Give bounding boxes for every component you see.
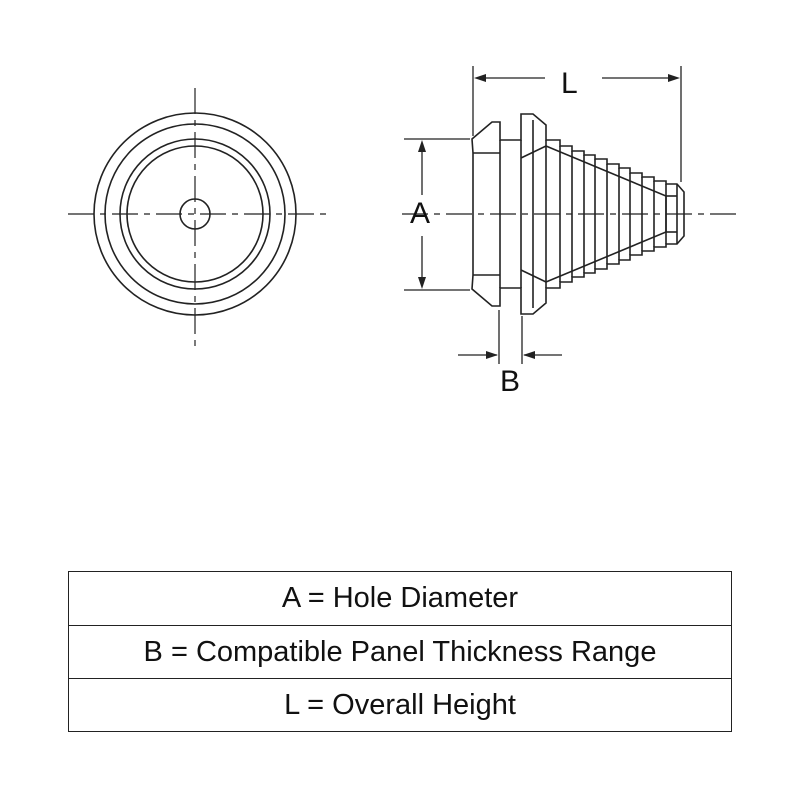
front-view <box>68 88 326 346</box>
legend-row-a: A = Hole Diameter <box>281 582 519 614</box>
dimension-label-b: B <box>500 365 521 398</box>
dimension-label-a: A <box>410 197 431 230</box>
technical-drawing <box>68 66 736 364</box>
side-view <box>402 113 736 315</box>
dimension-a <box>404 138 470 291</box>
dimension-l <box>472 66 682 182</box>
dimension-b <box>458 310 562 364</box>
legend-row-l: L = Overall Height <box>69 678 731 731</box>
legend-table: A = Hole Diameter B = Compatible Panel T… <box>68 571 732 732</box>
legend-row-b: B = Compatible Panel Thickness Range <box>69 625 731 678</box>
dimension-label-l: L <box>561 67 578 100</box>
